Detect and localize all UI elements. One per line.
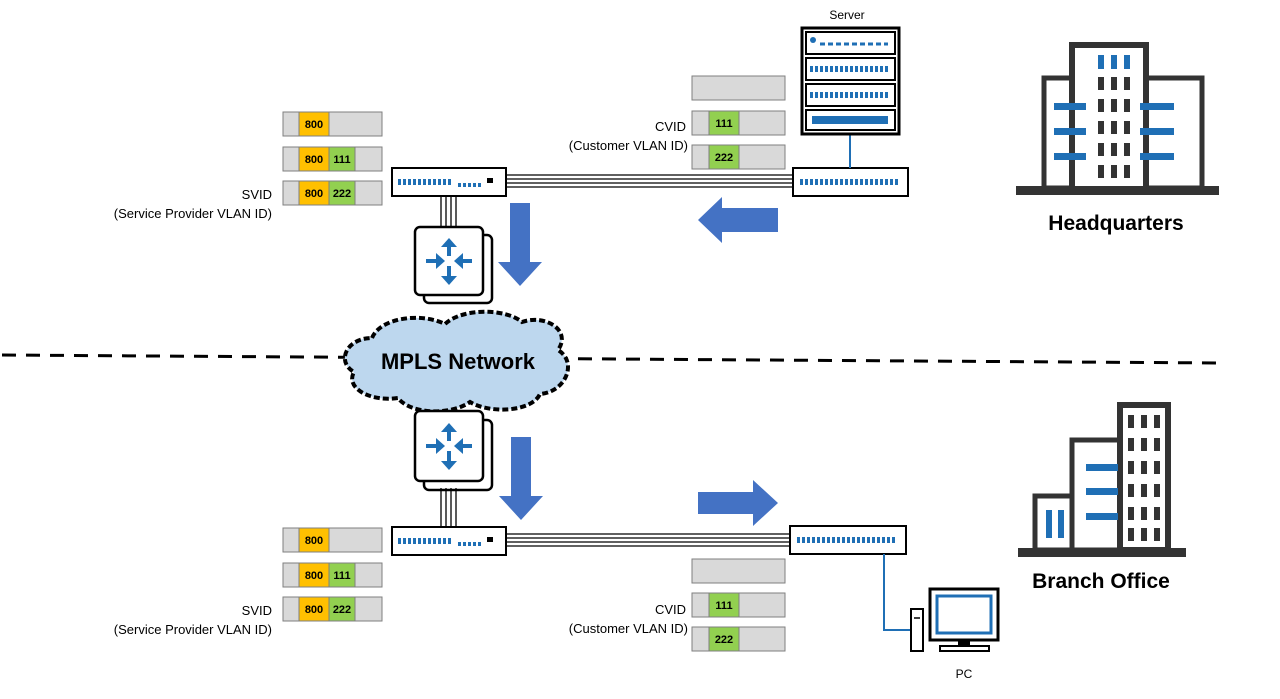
branch-cvid-label: CVID: [655, 602, 686, 617]
hq-router-icon: [413, 225, 494, 305]
svid-value: 800: [305, 570, 323, 582]
cvid-frame: 111: [691, 110, 786, 136]
svid-value: 800: [305, 188, 323, 200]
branch-svid-label: SVID: [242, 603, 272, 618]
hq-trunk-links: [505, 174, 793, 188]
server-label: Server: [829, 8, 864, 22]
cvid-value: 222: [715, 152, 733, 164]
pc-icon: [910, 587, 1000, 652]
pc-label: PC: [956, 667, 973, 681]
branch-svid-frame-stack: 800 800 111 800 222: [282, 527, 383, 622]
right-arrow-icon: [698, 480, 778, 526]
svid-frame: 800: [282, 111, 383, 137]
cvid-value: 222: [715, 634, 733, 646]
cvid-value: 111: [715, 600, 732, 612]
branch-uplink-links: [440, 488, 457, 528]
svid-frame: 800 111: [282, 562, 383, 588]
cvid-frame: [691, 558, 786, 584]
svid-frame: 800 222: [282, 180, 383, 206]
branch-office-building-icon: [1018, 402, 1186, 557]
svid-frame: 800 222: [282, 596, 383, 622]
cvid-value: 111: [715, 118, 732, 130]
cvid-value: 111: [333, 570, 350, 582]
svid-value: 800: [305, 154, 323, 166]
cvid-frame: 222: [691, 144, 786, 170]
hq-svid-frame-stack: 800 800 111 800 222: [282, 111, 383, 206]
cvid-frame: 111: [691, 592, 786, 618]
svid-value: 800: [305, 604, 323, 616]
down-arrow-icon: [498, 203, 542, 286]
branch-trunk-links: [505, 533, 790, 547]
left-arrow-icon: [698, 197, 778, 243]
mpls-cloud-icon: [342, 309, 570, 414]
cvid-value: 222: [333, 188, 351, 200]
hq-svid-label: SVID: [242, 187, 272, 202]
hq-svid-label-desc: (Service Provider VLAN ID): [114, 206, 272, 221]
branch-router-icon: [413, 409, 494, 492]
hq-cvid-frame-stack: 111 222: [691, 75, 786, 170]
switch-ports: [398, 179, 898, 546]
mpls-network-label: MPLS Network: [381, 349, 536, 374]
svid-frame: 800: [282, 527, 383, 553]
svid-value: 800: [305, 535, 323, 547]
site-separator-line: [1, 353, 1223, 365]
branch-office-label: Branch Office: [1032, 570, 1170, 593]
server-icon: [800, 26, 901, 136]
cvid-value: 111: [333, 154, 350, 166]
cvid-frame: 222: [691, 626, 786, 652]
down-arrow-icon: [499, 437, 543, 520]
branch-svid-label-desc: (Service Provider VLAN ID): [114, 622, 272, 637]
hq-cvid-label: CVID: [655, 119, 686, 134]
hq-cvid-label-desc: (Customer VLAN ID): [569, 138, 688, 153]
cvid-value: 222: [333, 604, 351, 616]
svid-value: 800: [305, 119, 323, 131]
headquarters-building-icon: [1016, 42, 1219, 195]
branch-cvid-label-desc: (Customer VLAN ID): [569, 621, 688, 636]
headquarters-label: Headquarters: [1048, 212, 1183, 235]
cvid-frame: [691, 75, 786, 101]
pc-link: [883, 554, 914, 631]
svid-frame: 800 111: [282, 146, 383, 172]
branch-cvid-frame-stack: 111 222: [691, 558, 786, 652]
